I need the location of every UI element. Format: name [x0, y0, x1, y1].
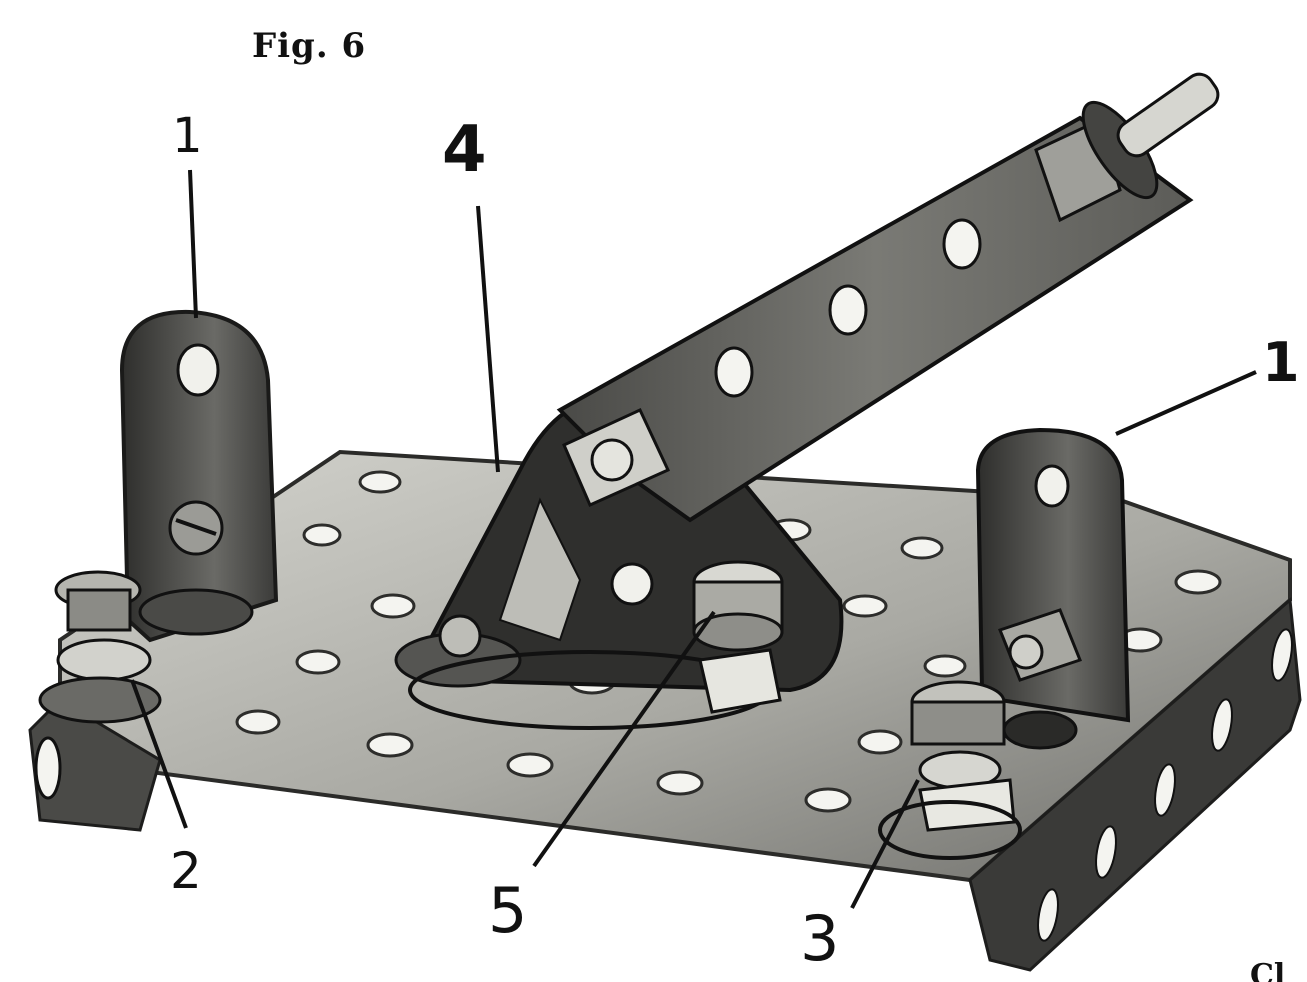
center-knurled-nut: [692, 560, 784, 714]
left-knurled-nut: [38, 570, 162, 724]
left-upright-bracket: [119, 309, 279, 643]
right-knurled-nut: [878, 680, 1022, 860]
callout-2: 2: [170, 842, 202, 900]
callout-1-right: 1: [1262, 331, 1300, 394]
figure-caption: Fig. 6: [252, 26, 367, 66]
plate-holes: [235, 470, 1222, 813]
leader-lines: [130, 169, 1257, 909]
callout-1-left: 1: [172, 108, 203, 164]
callout-3: 3: [800, 902, 840, 975]
right-upright-bracket: [975, 427, 1131, 750]
inclined-arm: [556, 72, 1220, 523]
corner-text: Cl: [1250, 958, 1286, 982]
callout-4: 4: [442, 113, 487, 187]
callout-5: 5: [488, 874, 528, 947]
flange-slots: [1037, 628, 1293, 942]
left-flange-slot: [34, 736, 62, 800]
